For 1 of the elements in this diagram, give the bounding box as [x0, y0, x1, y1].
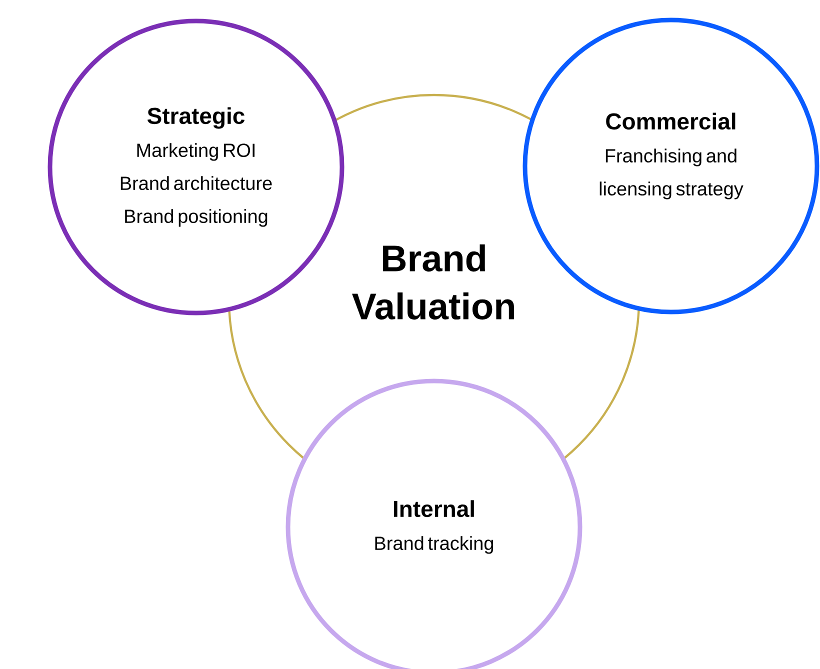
node-label: Brand tracking [375, 536, 494, 554]
